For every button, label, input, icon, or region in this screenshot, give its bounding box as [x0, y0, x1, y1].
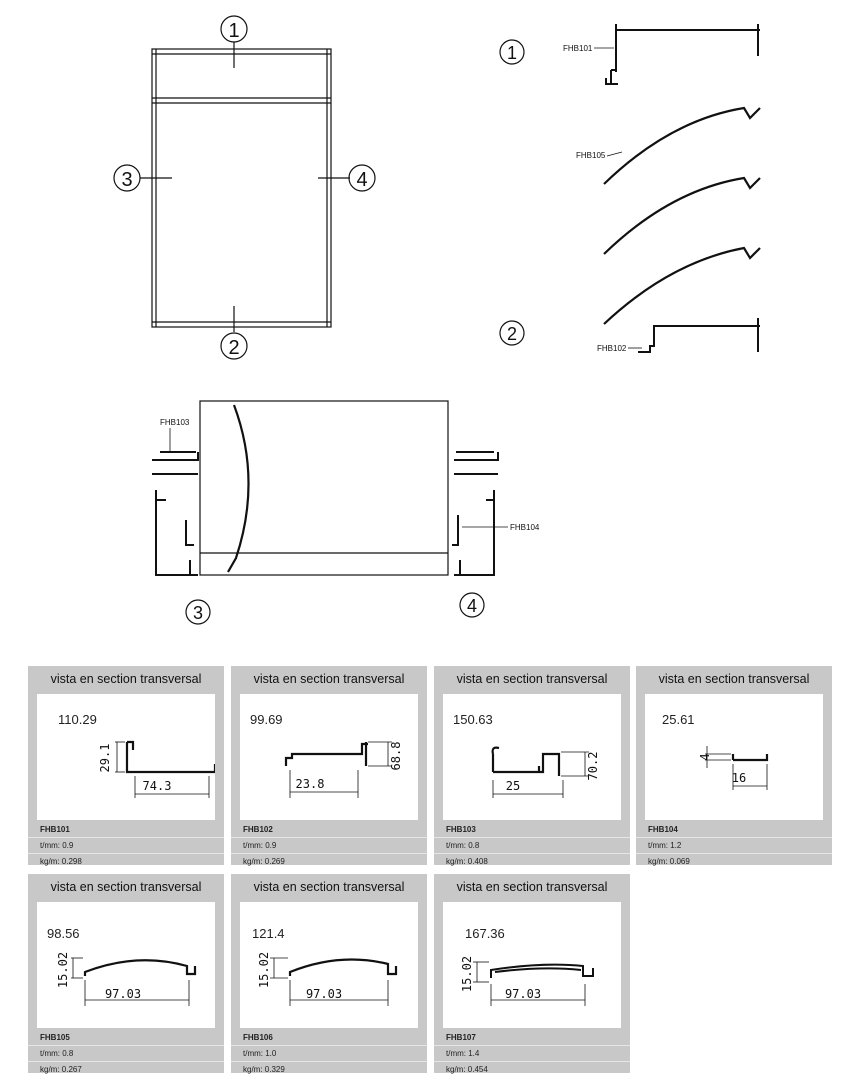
svg-text:4: 4	[356, 169, 367, 191]
vertical-section: 1 FHB101 FHB105 2 FHB102	[499, 24, 761, 353]
profile-thickness: t/mm: 1.0	[231, 1045, 427, 1061]
card-header: vista en section transversal	[456, 880, 608, 894]
dimension-label: 97.03	[505, 987, 541, 1001]
dimension-label: 74.3	[143, 779, 172, 793]
profile-weight: 167.36	[465, 926, 505, 941]
card-drawing-area: 150.63 70.2 25	[443, 694, 621, 820]
dimension-label: 15.02	[56, 952, 70, 988]
assembly-drawing: 1 2 3 4 1 FHB101 FHB105 2 FHB102 FHB	[113, 15, 761, 625]
profile-code: FHB105	[40, 1033, 70, 1042]
profile-section-drawing: 68.8 23.8	[284, 742, 403, 798]
profile-weight: 98.56	[47, 926, 80, 941]
profile-weight-per-meter: kg/m: 0.408	[434, 853, 630, 869]
svg-text:1: 1	[507, 43, 517, 63]
profile-weight-per-meter: kg/m: 0.329	[231, 1061, 427, 1077]
label-fhb101: FHB101	[563, 44, 593, 53]
profile-section-drawing: 15.02 97.03	[56, 952, 197, 1006]
dimension-label: 25	[506, 779, 520, 793]
card-meta: FHB104 t/mm: 1.2 kg/m: 0.069	[636, 822, 832, 869]
card-meta: FHB105 t/mm: 0.8 kg/m: 0.267	[28, 1030, 224, 1077]
card-meta: FHB102 t/mm: 0.9 kg/m: 0.269	[231, 822, 427, 869]
profile-thickness: t/mm: 1.2	[636, 837, 832, 853]
front-elevation	[140, 42, 350, 332]
profile-thickness: t/mm: 0.8	[434, 837, 630, 853]
profile-code: FHB103	[446, 825, 476, 834]
profile-card-fhb105: vista en section transversal 98.56 15.02…	[28, 874, 224, 1074]
card-drawing-area: 98.56 15.02 97.03	[37, 902, 215, 1028]
profile-weight-per-meter: kg/m: 0.298	[28, 853, 224, 869]
label-fhb102: FHB102	[597, 344, 627, 353]
profile-section-drawing: 15.02 97.03	[257, 952, 398, 1006]
dimension-label: 16	[732, 771, 746, 785]
profile-weight-per-meter: kg/m: 0.454	[434, 1061, 630, 1077]
profile-weight: 110.29	[58, 712, 97, 727]
dimension-label: 23.8	[296, 777, 325, 791]
dimension-label: 4	[698, 753, 712, 760]
label-fhb104: FHB104	[510, 523, 540, 532]
profile-section-drawing: 4 16	[698, 746, 769, 790]
card-drawing-area: 110.29 29.1 74.3	[37, 694, 215, 820]
profile-weight: 150.63	[453, 712, 493, 727]
profile-section-drawing: 29.1 74.3	[98, 740, 215, 798]
card-meta: FHB103 t/mm: 0.8 kg/m: 0.408	[434, 822, 630, 869]
profile-weight-per-meter: kg/m: 0.267	[28, 1061, 224, 1077]
profile-code: FHB101	[40, 825, 70, 834]
card-header: vista en section transversal	[50, 672, 202, 686]
dimension-label: 68.8	[389, 742, 403, 771]
profile-card-fhb104: vista en section transversal 25.61 4 16 F…	[636, 666, 832, 866]
dimension-label: 29.1	[98, 744, 112, 773]
profile-card-fhb102: vista en section transversal 99.69 68.8 2…	[231, 666, 427, 866]
callout-3-left: 3	[113, 164, 141, 192]
card-meta: FHB107 t/mm: 1.4 kg/m: 0.454	[434, 1030, 630, 1077]
card-drawing-area: 99.69 68.8 23.8	[240, 694, 418, 820]
card-drawing-area: 25.61 4 16	[645, 694, 823, 820]
svg-text:3: 3	[193, 603, 203, 623]
profile-code: FHB102	[243, 825, 273, 834]
card-header: vista en section transversal	[253, 880, 405, 894]
profile-weight: 99.69	[250, 712, 283, 727]
label-fhb103: FHB103	[160, 418, 190, 427]
card-header: vista en section transversal	[50, 880, 202, 894]
label-fhb105: FHB105	[576, 151, 606, 160]
callout-2-bottom: 2	[220, 332, 248, 360]
profile-code: FHB107	[446, 1033, 476, 1042]
profile-thickness: t/mm: 0.9	[231, 837, 427, 853]
profile-weight: 25.61	[662, 712, 695, 727]
svg-text:3: 3	[121, 169, 132, 191]
profile-code: FHB104	[648, 825, 678, 834]
dimension-label: 15.02	[257, 952, 271, 988]
profile-card-fhb101: vista en section transversal 110.29 29.1…	[28, 666, 224, 866]
callout-4-right: 4	[348, 164, 376, 192]
profile-weight-per-meter: kg/m: 0.269	[231, 853, 427, 869]
card-meta: FHB106 t/mm: 1.0 kg/m: 0.329	[231, 1030, 427, 1077]
profile-card-fhb106: vista en section transversal 121.4 15.02…	[231, 874, 427, 1074]
profile-card-fhb107: vista en section transversal 167.36 15.0…	[434, 874, 630, 1074]
profile-section-drawing: 15.02 97.03	[460, 956, 594, 1006]
dimension-label: 97.03	[105, 987, 141, 1001]
horizontal-plan: FHB103 FHB104 3 4	[152, 400, 540, 625]
svg-text:2: 2	[507, 324, 517, 344]
dimension-label: 15.02	[460, 956, 474, 992]
profile-weight: 121.4	[252, 926, 285, 941]
profile-section-drawing: 70.2 25	[491, 746, 600, 798]
profile-weight-per-meter: kg/m: 0.069	[636, 853, 832, 869]
card-header: vista en section transversal	[456, 672, 608, 686]
dimension-label: 97.03	[306, 987, 342, 1001]
profile-thickness: t/mm: 0.9	[28, 837, 224, 853]
card-header: vista en section transversal	[253, 672, 405, 686]
card-header: vista en section transversal	[658, 672, 810, 686]
dimension-label: 70.2	[586, 752, 600, 781]
callout-1-top: 1	[220, 15, 248, 43]
svg-text:1: 1	[228, 20, 239, 42]
card-meta: FHB101 t/mm: 0.9 kg/m: 0.298	[28, 822, 224, 869]
profile-thickness: t/mm: 1.4	[434, 1045, 630, 1061]
svg-text:2: 2	[228, 337, 239, 359]
profile-code: FHB106	[243, 1033, 273, 1042]
profile-card-fhb103: vista en section transversal 150.63 70.2…	[434, 666, 630, 866]
profile-thickness: t/mm: 0.8	[28, 1045, 224, 1061]
card-drawing-area: 121.4 15.02 97.03	[240, 902, 418, 1028]
svg-text:4: 4	[467, 596, 477, 616]
card-drawing-area: 167.36 15.02 97.03	[443, 902, 621, 1028]
